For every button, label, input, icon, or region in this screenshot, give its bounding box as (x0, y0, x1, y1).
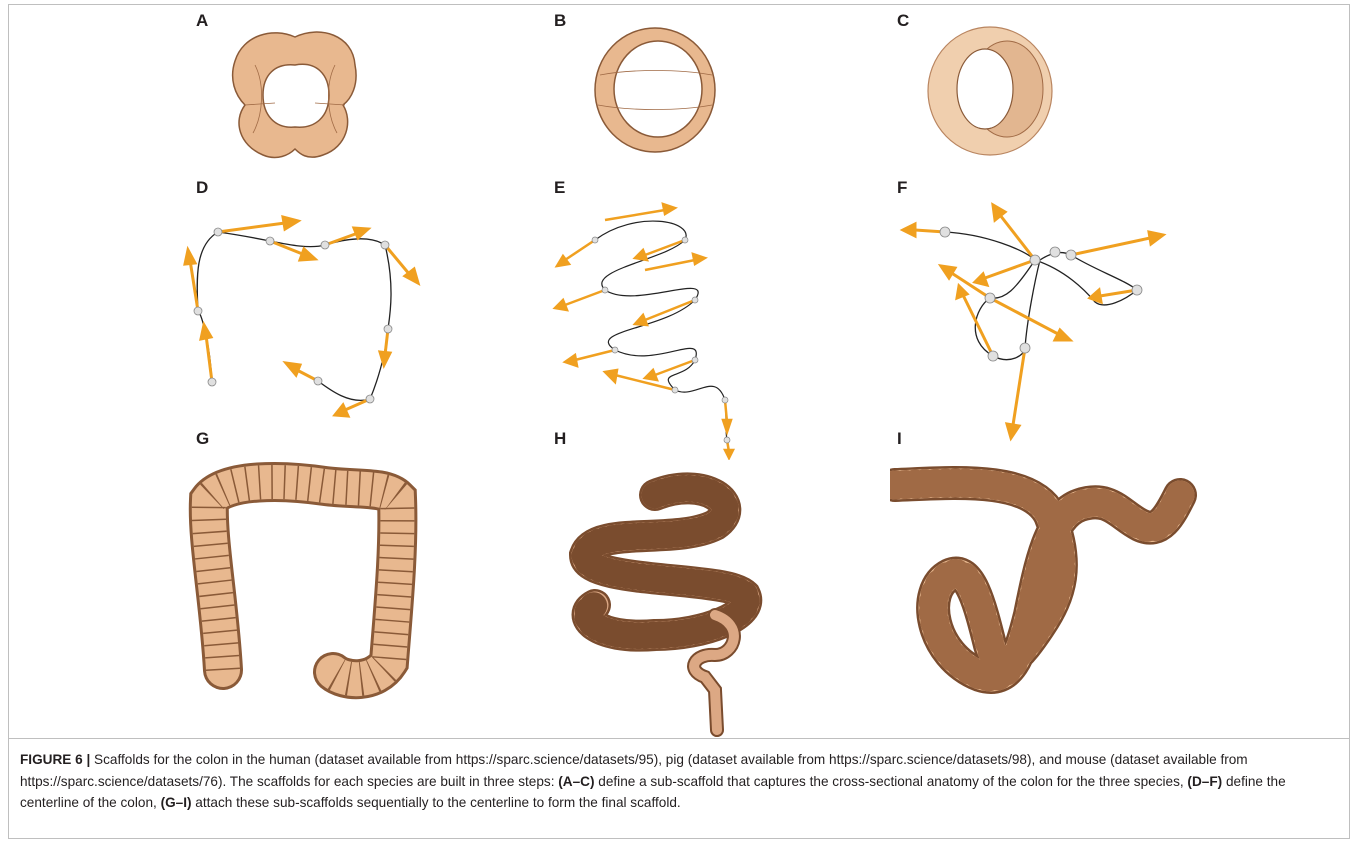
caption-divider (8, 738, 1350, 739)
panel-b-pig-cross-section (590, 25, 720, 155)
panel-h-pig-scaffold (555, 455, 775, 740)
caption-step1-label: (A–C) (558, 774, 594, 789)
panel-label-b: B (554, 12, 566, 29)
panel-f-mouse-centerline (895, 190, 1185, 450)
figure-caption: FIGURE 6 | Scaffolds for the colon in th… (20, 749, 1342, 814)
panel-a-human-cross-section (225, 25, 365, 165)
panel-label-a: A (196, 12, 208, 29)
panel-label-e: E (554, 179, 565, 196)
caption-step1-text: define a sub-scaffold that captures the … (595, 774, 1188, 789)
caption-step3-label: (G–I) (161, 795, 192, 810)
caption-step3-text: attach these sub-scaffolds sequentially … (192, 795, 681, 810)
panel-c-mouse-cross-section (925, 25, 1055, 160)
panel-g-human-scaffold (185, 450, 425, 700)
panel-label-d: D (196, 179, 208, 196)
panel-e-pig-centerline (545, 200, 765, 460)
caption-step2-label: (D–F) (1187, 774, 1222, 789)
panel-d-human-centerline (180, 205, 440, 425)
panel-i-mouse-scaffold (890, 455, 1200, 695)
caption-figure-label: FIGURE 6 | (20, 752, 90, 767)
panel-label-g: G (196, 430, 209, 447)
panel-label-c: C (897, 12, 909, 29)
